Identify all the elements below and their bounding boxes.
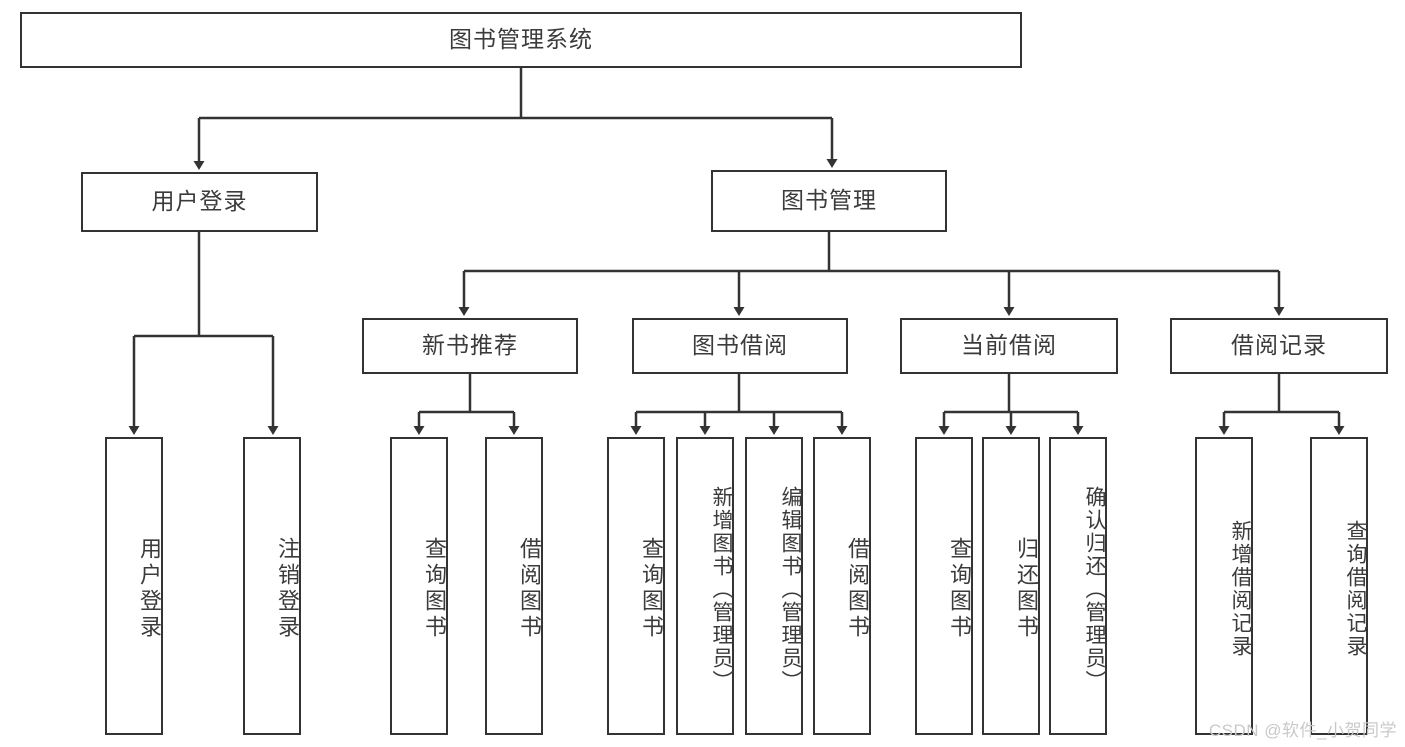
node-new-book-recommend[interactable]: 新书推荐 xyxy=(362,318,578,374)
node-label: 注销登录 xyxy=(275,537,300,641)
watermark-text: CSDN @软件_小贺同学 xyxy=(1208,721,1397,740)
node-current-borrow[interactable]: 当前借阅 xyxy=(900,318,1118,374)
node-label: 图书管理 xyxy=(781,187,877,214)
leaf-query-borrow-record[interactable]: 查询借阅记录 xyxy=(1310,437,1368,735)
node-label: 归还图书 xyxy=(1014,537,1039,641)
node-label: 查询借阅记录 xyxy=(1344,520,1367,658)
leaf-confirm-return-admin[interactable]: 确认归还（管理员） xyxy=(1049,437,1107,735)
leaf-add-book-admin[interactable]: 新增图书（管理员） xyxy=(676,437,734,735)
node-label: 查询图书 xyxy=(422,537,447,641)
leaf-user-login[interactable]: 用户登录 xyxy=(105,437,163,735)
leaf-query-book-current[interactable]: 查询图书 xyxy=(915,437,973,735)
node-label: 用户登录 xyxy=(137,537,162,641)
node-label: 图书借阅 xyxy=(692,332,788,359)
node-book-management[interactable]: 图书管理 xyxy=(711,170,947,232)
node-label: 确认归还（管理员） xyxy=(1083,485,1106,693)
node-user-login[interactable]: 用户登录 xyxy=(81,172,318,232)
leaf-query-book-borrow[interactable]: 查询图书 xyxy=(607,437,665,735)
node-label: 新增借阅记录 xyxy=(1229,520,1252,658)
leaf-return-book[interactable]: 归还图书 xyxy=(982,437,1040,735)
node-label: 借阅图书 xyxy=(517,537,542,641)
leaf-borrow-book[interactable]: 借阅图书 xyxy=(813,437,871,735)
node-label: 借阅记录 xyxy=(1231,332,1327,359)
node-borrow-records[interactable]: 借阅记录 xyxy=(1170,318,1388,374)
leaf-logout-login[interactable]: 注销登录 xyxy=(243,437,301,735)
node-label: 借阅图书 xyxy=(845,537,870,641)
node-label: 新书推荐 xyxy=(422,332,518,359)
leaf-query-book-recommend[interactable]: 查询图书 xyxy=(390,437,448,735)
node-label: 新增图书（管理员） xyxy=(710,485,733,693)
node-book-borrow[interactable]: 图书借阅 xyxy=(632,318,848,374)
leaf-borrow-book-recommend[interactable]: 借阅图书 xyxy=(485,437,543,735)
leaf-edit-book-admin[interactable]: 编辑图书（管理员） xyxy=(745,437,803,735)
node-label: 编辑图书（管理员） xyxy=(779,485,802,693)
node-label: 图书管理系统 xyxy=(449,26,593,53)
node-label: 当前借阅 xyxy=(961,332,1057,359)
leaf-add-borrow-record[interactable]: 新增借阅记录 xyxy=(1195,437,1253,735)
node-label: 查询图书 xyxy=(947,537,972,641)
node-label: 查询图书 xyxy=(639,537,664,641)
node-label: 用户登录 xyxy=(151,188,248,215)
node-root-book-management-system[interactable]: 图书管理系统 xyxy=(20,12,1022,68)
